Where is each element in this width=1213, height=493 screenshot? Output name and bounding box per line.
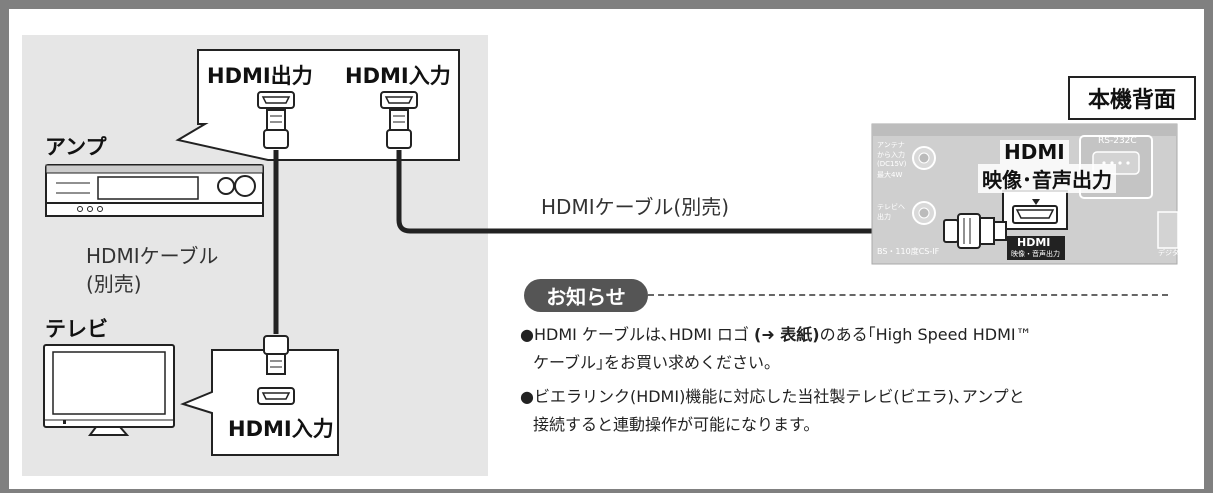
notice-bullet-1-line-1: ●HDMI ケーブルは､HDMI ロゴ (➜ 表紙)のある｢High Speed… xyxy=(520,322,1032,348)
cable-label-left-2: (別売) xyxy=(86,272,142,296)
hdmi-in-amp-port-icon xyxy=(380,91,418,109)
notice-bullet-1-line-2: ケーブル｣をお買い求めください。 xyxy=(533,353,781,372)
antenna-label-2: から入力 xyxy=(877,151,905,159)
hdmi-out-port-icon xyxy=(257,91,295,109)
rear-panel-title: 本機背面 xyxy=(1068,76,1196,120)
antenna-label-4: 最大4W xyxy=(877,171,903,179)
hdmi-input-amp-label: HDMI入力 xyxy=(345,64,451,88)
tv-label: テレビ xyxy=(45,317,108,341)
rs232c-label: RS-232C xyxy=(1098,136,1137,146)
hdmi-input-tv-label: HDMI入力 xyxy=(228,417,334,441)
amp-label: アンプ xyxy=(45,135,107,159)
cable-label-left-1: HDMIケーブル xyxy=(86,244,219,268)
hdmi-in-tv-port-icon xyxy=(257,387,295,405)
notice-bullet-1-post: のある｢High Speed HDMI™ xyxy=(819,325,1032,344)
tv-out-label-2: 出力 xyxy=(877,213,891,221)
notice-divider xyxy=(648,294,1168,296)
notice-bullet-1-pre: ●HDMI ケーブルは､HDMI ロゴ xyxy=(520,325,755,344)
rear-port-sub: 映像・音声出力 xyxy=(1011,250,1060,258)
notice-bullet-1-ref: (➜ 表紙) xyxy=(754,325,820,344)
tv-out-label-1: テレビへ xyxy=(877,203,905,211)
rear-port-title-1: HDMI xyxy=(1000,140,1069,164)
hdmi-cable-amp-tv xyxy=(263,109,289,375)
notice-bullet-2-line-2: 接続すると連動操作が可能になります。 xyxy=(533,415,820,434)
hdmi-plug-recorder-end xyxy=(943,213,1007,249)
antenna-label-3: (DC15V) xyxy=(877,160,907,168)
television-icon xyxy=(43,344,175,436)
digital-label: デジタ xyxy=(1158,249,1179,257)
notice-bullet-2-line-1: ●ビエラリンク(HDMI)機能に対応した当社製テレビ(ビエラ)､アンプと xyxy=(520,387,1025,406)
amplifier-icon xyxy=(45,164,264,217)
rear-port-title-2: 映像･音声出力 xyxy=(978,164,1116,193)
notice-title: お知らせ xyxy=(524,279,648,312)
hdmi-cable-amp-recorder xyxy=(386,109,945,234)
rear-port-logo: HDMI xyxy=(1017,236,1051,249)
bs-if-label: BS・110度CS-IF xyxy=(877,247,940,256)
antenna-label-1: アンテナ xyxy=(877,141,905,149)
hdmi-output-label: HDMI出力 xyxy=(207,64,313,88)
cable-label-right: HDMIケーブル(別売) xyxy=(541,195,729,219)
